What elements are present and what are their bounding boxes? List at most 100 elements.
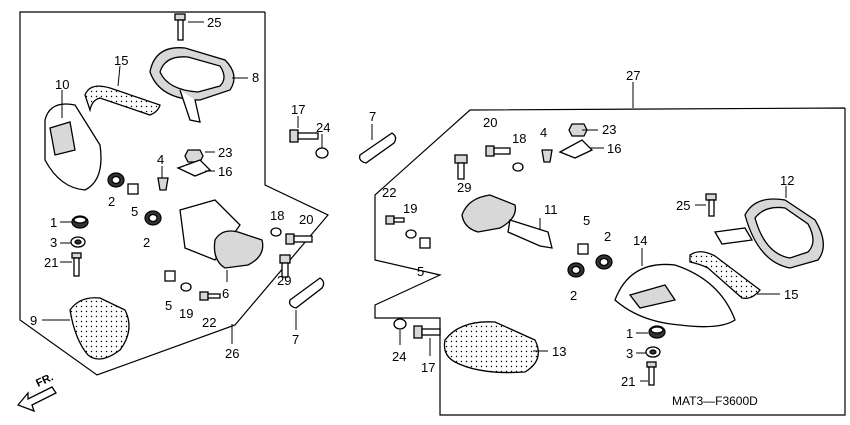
callout-10: 10 — [55, 77, 69, 92]
bolt-17b-icon — [413, 325, 441, 339]
cover-14-icon — [614, 263, 736, 328]
clip-4b-icon — [541, 149, 553, 163]
bolt-25-icon — [174, 13, 186, 41]
collar-5c-icon — [419, 237, 431, 249]
callout-6: 6 — [222, 286, 229, 301]
washer-18b-icon — [512, 162, 524, 172]
diagram-code: MAT3—F3600D — [672, 394, 758, 408]
callout-24a: 24 — [316, 120, 330, 135]
callout-5a: 5 — [131, 204, 138, 219]
bracket-16a-icon — [176, 159, 212, 177]
callout-22a: 22 — [202, 315, 216, 330]
grommet-1b-icon — [648, 325, 666, 339]
callout-17b: 17 — [421, 360, 435, 375]
callout-2a: 2 — [108, 194, 115, 209]
callout-4a: 4 — [157, 152, 164, 167]
callout-17a: 17 — [291, 102, 305, 117]
callout-22b: 22 — [382, 185, 396, 200]
callout-20b: 20 — [483, 115, 497, 130]
bracket-16b-icon — [558, 139, 594, 159]
callout-3a: 3 — [50, 235, 57, 250]
callout-14: 14 — [633, 233, 647, 248]
callout-23b: 23 — [602, 122, 616, 137]
mirror-bracket-6-icon — [179, 199, 264, 269]
bolt-20a-icon — [285, 233, 313, 245]
callout-21a: 21 — [44, 255, 58, 270]
lens-strip-15b-icon — [689, 251, 761, 299]
callout-16a: 16 — [218, 164, 232, 179]
washer-18a-icon — [270, 227, 282, 237]
bolt-20b-icon — [485, 145, 511, 157]
callout-2b: 2 — [143, 235, 150, 250]
callout-11: 11 — [544, 202, 558, 217]
lower-cover-9-icon — [69, 297, 130, 360]
washer-3a-icon — [70, 236, 86, 248]
callout-19a: 19 — [179, 306, 193, 321]
callout-21b: 21 — [621, 374, 635, 389]
collar-5a-icon — [127, 183, 139, 195]
callout-15b: 15 — [784, 287, 798, 302]
collar-5d-icon — [577, 243, 589, 255]
callout-13: 13 — [552, 344, 566, 359]
screw-22a-icon — [199, 291, 221, 301]
callout-2c: 2 — [604, 229, 611, 244]
callout-25a: 25 — [207, 15, 221, 30]
callout-18a: 18 — [270, 208, 284, 223]
callout-27: 27 — [626, 68, 640, 83]
callout-2d: 2 — [570, 288, 577, 303]
callout-12: 12 — [780, 173, 794, 188]
washer-19a-icon — [180, 282, 192, 292]
washer-19b-icon — [405, 229, 417, 239]
collar-5b-icon — [164, 270, 176, 282]
cover-10-icon — [44, 103, 102, 191]
mirror-housing-12-icon — [744, 198, 824, 269]
callout-5c: 5 — [417, 264, 424, 279]
callout-19b: 19 — [403, 201, 417, 216]
front-direction-arrow: FR. — [16, 371, 57, 413]
callout-7b: 7 — [369, 109, 376, 124]
washer-24b-icon — [393, 318, 407, 330]
callout-16b: 16 — [607, 141, 621, 156]
grommet-2c-icon — [595, 254, 613, 270]
assembly-frame-26 — [19, 11, 329, 376]
plate-7a-icon — [288, 277, 325, 309]
clip-4a-icon — [157, 177, 169, 191]
callout-20a: 20 — [299, 212, 313, 227]
callout-9: 9 — [30, 313, 37, 328]
callout-15a: 15 — [114, 53, 128, 68]
callout-3b: 3 — [626, 346, 633, 361]
washer-3b-icon — [645, 346, 661, 358]
callout-7a: 7 — [292, 332, 299, 347]
grommet-2b-icon — [144, 210, 162, 226]
screw-22b-icon — [385, 215, 405, 225]
callout-18b: 18 — [512, 131, 526, 146]
mirror-mount-11-icon — [461, 194, 553, 249]
callout-5b: 5 — [165, 298, 172, 313]
bracket-12-arm-icon — [713, 227, 754, 245]
lens-strip-15-icon — [84, 85, 161, 116]
callout-29b: 29 — [457, 180, 471, 195]
callout-1b: 1 — [626, 326, 633, 341]
assembly-frame-27 — [374, 107, 846, 416]
callout-26: 26 — [225, 346, 239, 361]
screw-21b-icon — [646, 361, 657, 386]
plate-7b-icon — [358, 132, 397, 164]
callout-24b: 24 — [392, 349, 406, 364]
mirror-housing-8-icon — [149, 47, 235, 123]
leader-lines — [42, 21, 787, 382]
callout-23a: 23 — [218, 145, 232, 160]
callout-25b: 25 — [676, 198, 690, 213]
bolt-17a-icon — [289, 129, 319, 143]
washer-24a-icon — [315, 147, 329, 159]
callout-29a: 29 — [277, 273, 291, 288]
callout-1a: 1 — [50, 215, 57, 230]
callout-5d: 5 — [583, 213, 590, 228]
bolt-29a-icon — [279, 254, 291, 278]
screw-21a-icon — [71, 252, 82, 277]
grommet-2a-icon — [107, 172, 125, 188]
lower-cover-13-icon — [443, 321, 539, 374]
grommet-1a-icon — [71, 215, 89, 229]
callout-8: 8 — [252, 70, 259, 85]
bolt-29b-icon — [454, 154, 468, 180]
